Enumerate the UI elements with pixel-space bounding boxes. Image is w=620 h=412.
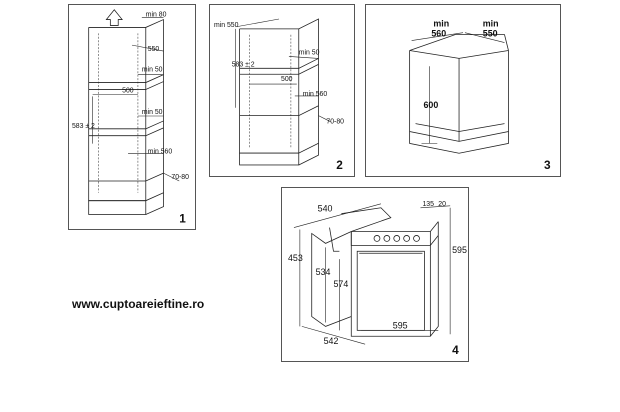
base-cabinet-drawing: min 550 583 ± 2 min 50 500 min 560 70-80… bbox=[214, 18, 344, 172]
dim-595-horizontal: 595 bbox=[393, 320, 408, 330]
dim-600: 600 bbox=[423, 100, 438, 110]
dim-70-80: 70-80 bbox=[171, 174, 189, 181]
dim-595-vertical: 595 bbox=[452, 245, 467, 255]
dim-500: 500 bbox=[281, 76, 293, 83]
dim-min50: min 50 bbox=[299, 50, 320, 57]
panel-number: 1 bbox=[179, 211, 186, 225]
dim-min50-b: min 50 bbox=[142, 109, 163, 116]
oven-drawing: 540 135 20 453 534 574 595 595 542 4 bbox=[288, 201, 467, 357]
dim-min550-label: min bbox=[483, 19, 499, 29]
dim-583: 583 ± 2 bbox=[232, 61, 255, 68]
dim-574: 574 bbox=[333, 279, 348, 289]
panel-number: 3 bbox=[544, 158, 551, 172]
tall-cabinet-drawing: min 80 550 min 50 500 min 50 583 ± 2 min… bbox=[72, 9, 189, 225]
dim-min550-value: 550 bbox=[483, 29, 498, 39]
dim-540: 540 bbox=[318, 204, 333, 214]
dim-min80: min 80 bbox=[146, 12, 167, 19]
dim-135: 135 bbox=[422, 201, 434, 208]
dim-min550: min 550 bbox=[214, 22, 239, 29]
dim-534: 534 bbox=[316, 267, 331, 277]
dim-542: 542 bbox=[324, 336, 339, 346]
dim-70-80: 70-80 bbox=[326, 119, 344, 126]
dim-min560: min 560 bbox=[148, 148, 173, 155]
panel-number: 4 bbox=[452, 343, 459, 357]
website-url: www.cuptoareieftine.ro bbox=[72, 297, 205, 311]
dim-500: 500 bbox=[122, 87, 134, 94]
dim-583: 583 ± 2 bbox=[72, 123, 95, 130]
dim-min50-a: min 50 bbox=[142, 67, 163, 74]
niche-drawing: min 560 min 550 600 3 bbox=[409, 19, 551, 172]
dim-20: 20 bbox=[438, 201, 446, 208]
dim-453: 453 bbox=[288, 253, 303, 263]
panel-3-niche: min 560 min 550 600 3 bbox=[365, 4, 561, 177]
dim-min560: min 560 bbox=[303, 91, 328, 98]
panel-1-tall-cabinet: min 80 550 min 50 500 min 50 583 ± 2 min… bbox=[68, 4, 196, 230]
dim-min560-value: 560 bbox=[431, 29, 446, 39]
dim-550: 550 bbox=[148, 46, 160, 53]
panel-2-base-cabinet: min 550 583 ± 2 min 50 500 min 560 70-80… bbox=[209, 4, 355, 177]
dim-min560-label: min bbox=[433, 19, 449, 29]
panel-number: 2 bbox=[336, 158, 343, 172]
panel-4-oven: 540 135 20 453 534 574 595 595 542 4 bbox=[281, 187, 469, 362]
